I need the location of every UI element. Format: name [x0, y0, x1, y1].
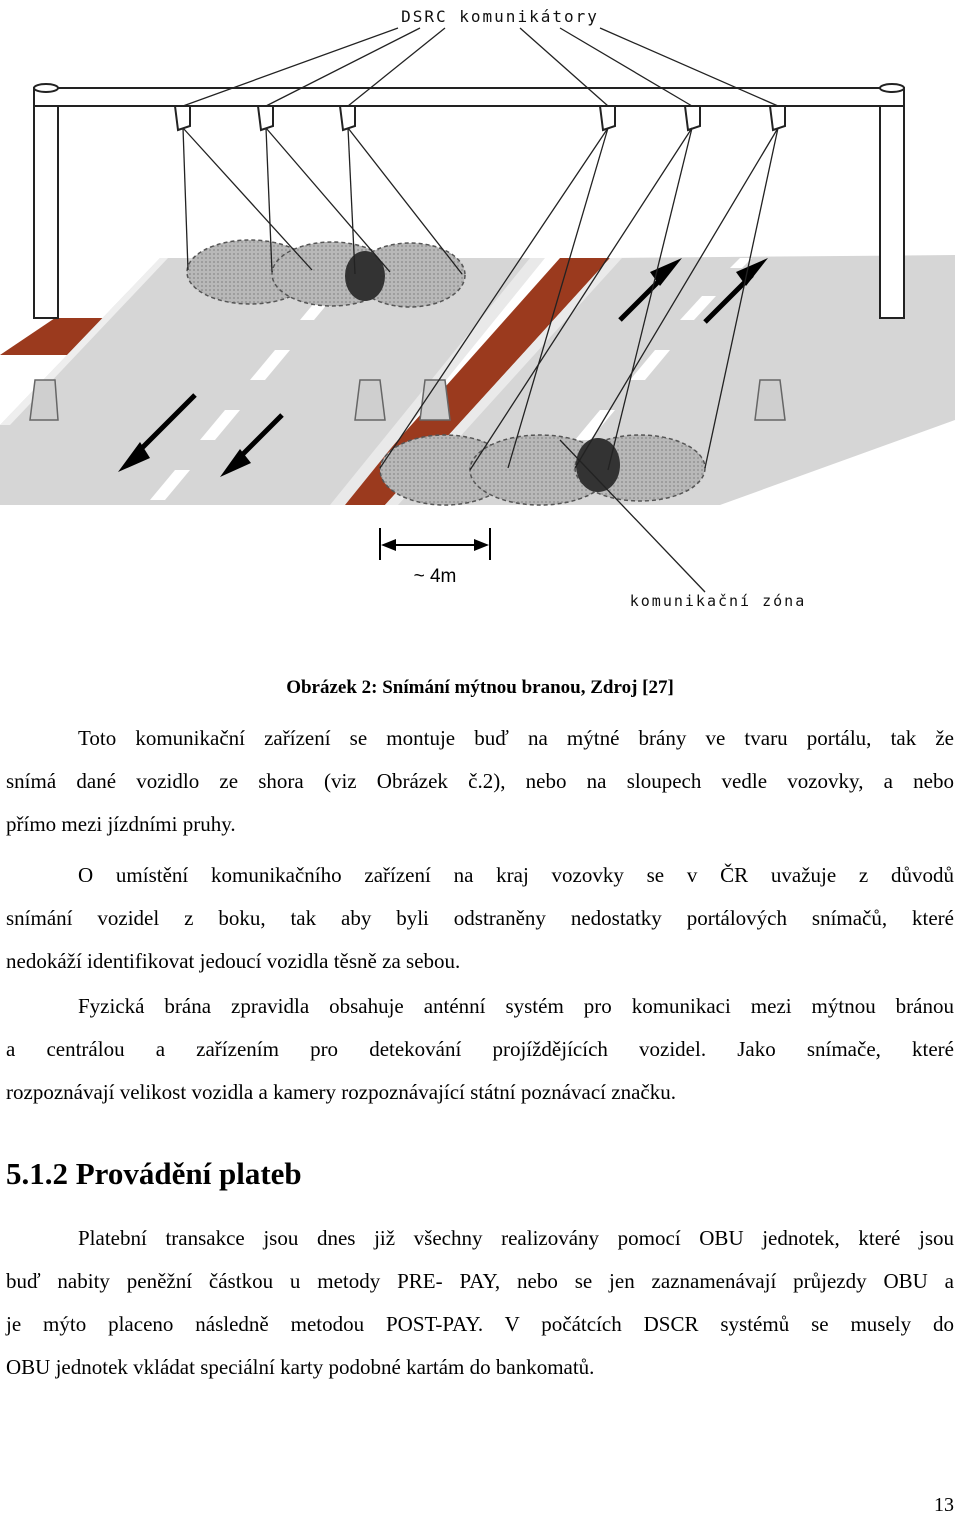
- paragraph-line: snímání vozidel z boku, tak aby byli ods…: [6, 906, 954, 930]
- zone-label: komunikační zóna: [630, 592, 807, 610]
- paragraph-line: OBU jednotek vkládat speciální karty pod…: [6, 1355, 595, 1379]
- page-number: 13: [934, 1494, 954, 1516]
- toll-gantry-figure: DSRC komunikátory ~ 4m komunikační zóna: [0, 7, 955, 610]
- paragraph-line: O umístění komunikačního zařízení na kra…: [78, 863, 954, 887]
- paragraph-1: Toto komunikační zařízení se montuje buď…: [6, 717, 954, 846]
- paragraph-line: Fyzická brána zpravidla obsahuje anténní…: [78, 994, 954, 1018]
- zone-pointer-line: [559, 439, 706, 593]
- gantry: [33, 83, 905, 319]
- paragraph-4: Platební transakce jsou dnes již všechny…: [6, 1217, 954, 1389]
- paragraph-3: Fyzická brána zpravidla obsahuje anténní…: [6, 985, 954, 1114]
- paragraph-line: Toto komunikační zařízení se montuje buď…: [78, 726, 954, 750]
- far-communication-zones: [186, 239, 466, 308]
- paragraph-line: přímo mezi jízdními pruhy.: [6, 812, 236, 836]
- arrow-left-lane-1: [118, 393, 197, 472]
- paragraph-line: nedokáží identifikovat jedoucí vozidla t…: [6, 949, 461, 973]
- paragraph-line: a centrálou a zařízením pro detekování p…: [6, 1037, 954, 1061]
- arrow-right-lane-1: [618, 258, 682, 322]
- paragraph-line: je mýto placeno následně metodou POST-PA…: [6, 1312, 954, 1336]
- dsrc-label: DSRC komunikátory: [401, 7, 599, 26]
- paragraph-line: rozpoznávají velikost vozidla a kamery r…: [6, 1080, 676, 1104]
- left-carriageway: [0, 258, 540, 505]
- label-pointer-lines: [182, 27, 779, 107]
- figure-caption: Obrázek 2: Snímání mýtnou branou, Zdroj …: [286, 677, 674, 698]
- distance-label: ~ 4m: [414, 566, 457, 587]
- arrow-left-lane-2: [220, 413, 284, 477]
- section-heading: 5.1.2 Provádění plateb: [6, 1156, 302, 1191]
- paragraph-line: snímá dané vozidlo ze shora (viz Obrázek…: [6, 769, 954, 793]
- paragraph-2: O umístění komunikačního zařízení na kra…: [6, 854, 954, 983]
- paragraph-line: Platební transakce jsou dnes již všechny…: [78, 1226, 954, 1250]
- beam-lines: [182, 127, 779, 471]
- near-communication-zones: [379, 434, 706, 506]
- dsrc-communicators: [173, 105, 786, 132]
- paragraph-line: buď nabity peněžní částkou u metody PRE-…: [6, 1269, 954, 1293]
- distance-dimension: [379, 528, 491, 560]
